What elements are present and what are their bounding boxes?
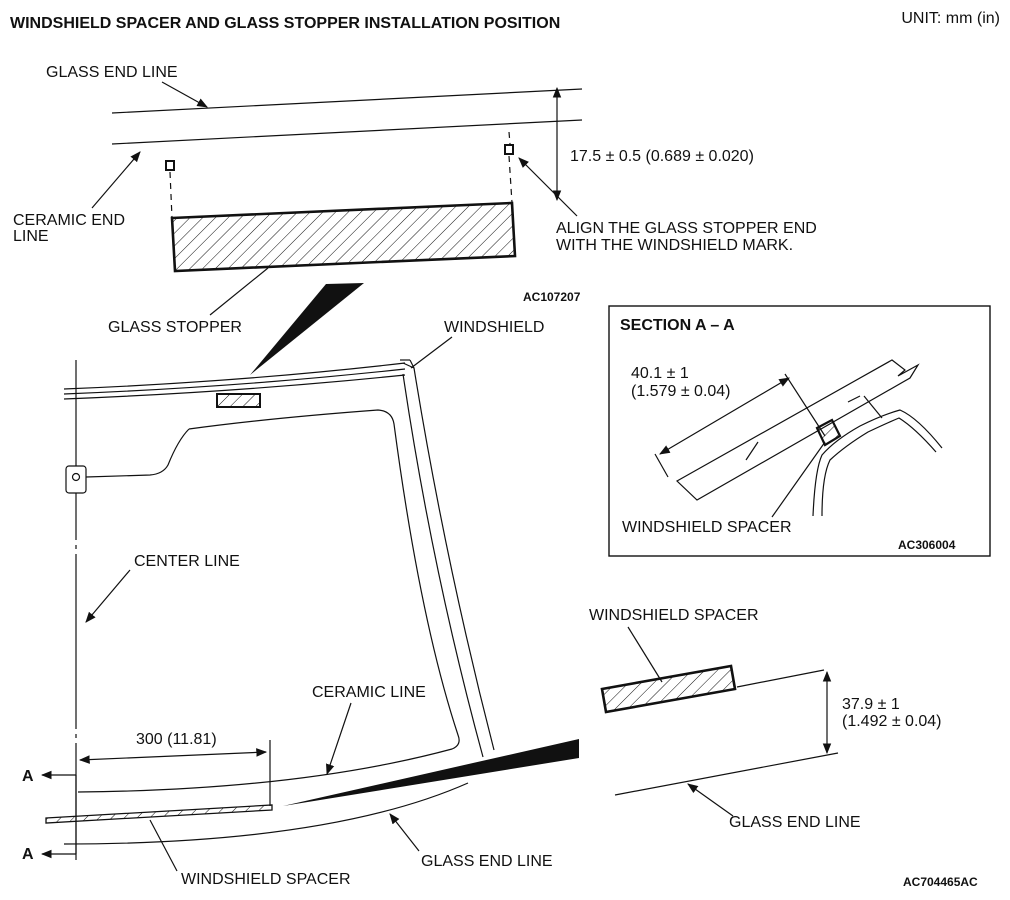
- diagram-title: WINDSHIELD SPACER AND GLASS STOPPER INST…: [10, 15, 560, 32]
- glass-end-line-leader-main: [389, 813, 420, 852]
- unit-label: UNIT: mm (in): [901, 10, 1000, 27]
- section-a-a-panel: SECTION A – A 40.1 ± 1 (1.579 ± 0.04) WI…: [608, 305, 991, 557]
- alignment-dash-right: [508, 155, 513, 204]
- top-view: 17.5 ± 0.5 (0.689 ± 0.020) GLASS END LIN…: [13, 64, 817, 336]
- section-glass: [675, 359, 920, 501]
- top-view-figure-code: AC107207: [523, 290, 581, 304]
- windshield-right-edge-outer: [402, 362, 495, 751]
- windshield-right-edge-inner: [402, 373, 484, 758]
- detail-spacer-label: WINDSHIELD SPACER: [589, 607, 759, 624]
- alignment-dash-right-top: [508, 131, 511, 145]
- section-body-panel: [812, 409, 943, 517]
- glass-stopper-on-windshield: [216, 393, 261, 408]
- section-body-panel-inner: [821, 417, 937, 517]
- mirror-mount-hole: [71, 472, 81, 482]
- detail-glass-end-line: [614, 752, 839, 796]
- glass-stopper-leader: [209, 267, 269, 316]
- glass-stopper-label: GLASS STOPPER: [108, 319, 242, 336]
- ceramic-line-left: [85, 428, 190, 478]
- dimension-17-5-label: 17.5 ± 0.5 (0.689 ± 0.020): [570, 148, 754, 165]
- dimension-37-9-label-2: (1.492 ± 0.04): [842, 713, 942, 730]
- ceramic-line-label: CERAMIC LINE: [312, 684, 426, 701]
- windshield-label: WINDSHIELD: [444, 319, 544, 336]
- section-dim-ext-a: [654, 453, 669, 478]
- windshield-spacer-strip: [45, 804, 273, 824]
- spacer-callout-wedge: [283, 739, 579, 806]
- alignment-dash-left: [169, 171, 173, 219]
- alignment-note-line-1: ALIGN THE GLASS STOPPER END: [556, 220, 817, 237]
- windshield-top-edge-outer: [63, 362, 406, 390]
- section-spacer-leader: [771, 441, 826, 518]
- dimension-arrow-300: [78, 748, 268, 764]
- glass-stopper-hatched: [170, 201, 517, 273]
- alignment-note-line-2: WITH THE WINDSHIELD MARK.: [556, 237, 793, 254]
- ceramic-end-line: [111, 119, 583, 145]
- detail-windshield-spacer: [600, 664, 737, 714]
- section-mark-top: A: [22, 768, 34, 785]
- dimension-40-1-label-1: 40.1 ± 1: [631, 365, 689, 382]
- section-title: SECTION A – A: [620, 317, 735, 334]
- section-figure-code: AC306004: [898, 538, 956, 552]
- detail-spacer-leader: [627, 626, 663, 683]
- dimension-40-1-label-2: (1.579 ± 0.04): [631, 383, 731, 400]
- section-windshield-spacer: [815, 418, 842, 447]
- section-spacer-label: WINDSHIELD SPACER: [622, 519, 792, 536]
- dimension-37-9-label-1: 37.9 ± 1: [842, 696, 900, 713]
- center-line-label: CENTER LINE: [134, 553, 240, 570]
- figure-code: AC704465AC: [903, 875, 978, 889]
- ceramic-end-line-label-2: LINE: [13, 228, 49, 245]
- section-mark-bottom: A: [22, 846, 34, 863]
- glass-end-line-upper: [111, 88, 583, 114]
- center-line-leader: [85, 569, 131, 623]
- detail-callout-wedge: [250, 283, 364, 375]
- detail-glass-end-line-label: GLASS END LINE: [729, 814, 861, 831]
- section-body-stub: [863, 395, 883, 419]
- alignment-note-leader: [518, 157, 578, 217]
- dimension-300-label: 300 (11.81): [136, 731, 217, 748]
- section-dim-ext-b: [784, 373, 826, 437]
- detail-ceramic-line: [736, 669, 825, 688]
- windshield-spacer-leader-main: [149, 819, 178, 872]
- ceramic-line: [77, 409, 460, 793]
- section-glass-divider-2: [847, 395, 861, 403]
- windshield-main-view: 300 (11.81) A A WINDSHIELD CENTER LINE C…: [22, 319, 553, 888]
- dimension-arrow-40-1: [659, 377, 790, 455]
- windshield-top-edge-mid: [63, 368, 406, 395]
- spacer-detail-view: 37.9 ± 1 (1.492 ± 0.04) WINDSHIELD SPACE…: [589, 607, 942, 831]
- ceramic-end-line-leader: [91, 151, 141, 209]
- glass-end-line-leader-top: [161, 81, 208, 108]
- ceramic-end-line-label-1: CERAMIC END: [13, 212, 125, 229]
- windshield-spacer-label-main: WINDSHIELD SPACER: [181, 871, 351, 888]
- glass-end-line-label-top: GLASS END LINE: [46, 64, 178, 81]
- windshield-leader: [410, 336, 453, 369]
- windshield-mark-left: [165, 160, 175, 171]
- windshield-mark-right: [504, 144, 514, 155]
- windshield-top-edge-inner: [63, 374, 406, 400]
- detail-glass-end-line-leader: [687, 783, 734, 817]
- ceramic-line-leader: [326, 702, 352, 776]
- glass-end-line-lower-outer: [63, 782, 469, 845]
- glass-end-line-label-main: GLASS END LINE: [421, 853, 553, 870]
